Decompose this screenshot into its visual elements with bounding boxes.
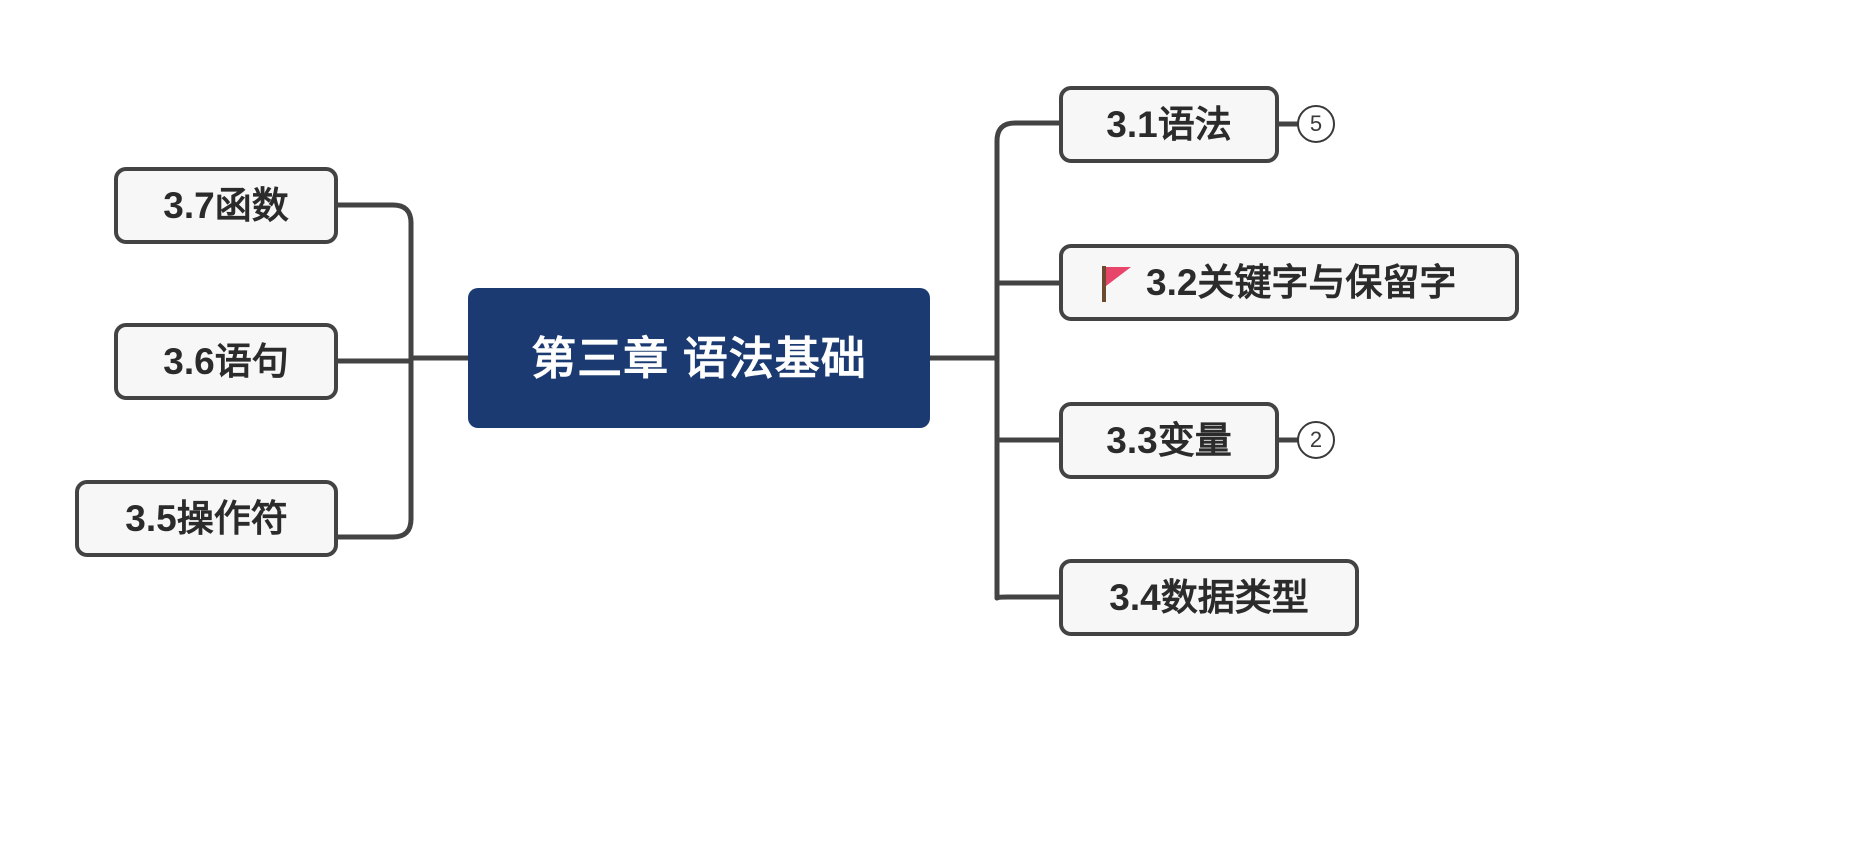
wire-right-to-3-4: [994, 594, 1062, 601]
left-node-3-5[interactable]: 3.5操作符: [75, 480, 338, 557]
right-node-3-3[interactable]: 3.3变量: [1059, 402, 1279, 479]
badge-3-3-value: 2: [1309, 427, 1323, 452]
wire-left-to-3-7: [335, 202, 414, 226]
wire-left-to-3-5: [335, 516, 414, 540]
wire-right-to-3-1: [994, 120, 1062, 144]
root-node-label: 第三章 语法基础: [531, 332, 867, 384]
right-node-3-4[interactable]: 3.4数据类型: [1059, 559, 1359, 636]
right-node-3-3-label: 3.3变量: [1106, 420, 1232, 461]
right-node-3-4-label: 3.4数据类型: [1109, 577, 1309, 618]
left-node-3-6[interactable]: 3.6语句: [114, 323, 338, 400]
flag-icon: [1102, 265, 1131, 302]
badge-3-3[interactable]: 2: [1297, 421, 1335, 459]
right-node-3-1[interactable]: 3.1语法: [1059, 86, 1279, 163]
badge-3-1-value: 5: [1309, 111, 1323, 136]
left-node-3-6-label: 3.6语句: [163, 341, 289, 382]
left-node-3-7-label: 3.7函数: [163, 185, 289, 226]
right-node-3-1-label: 3.1语法: [1106, 104, 1232, 145]
right-node-3-2-label: 3.2关键字与保留字: [1146, 262, 1457, 303]
right-node-3-2[interactable]: 3.2关键字与保留字: [1059, 244, 1519, 321]
left-node-3-7[interactable]: 3.7函数: [114, 167, 338, 244]
badge-3-1[interactable]: 5: [1297, 105, 1335, 143]
left-node-3-5-label: 3.5操作符: [125, 498, 288, 539]
root-node[interactable]: 第三章 语法基础: [468, 288, 930, 428]
